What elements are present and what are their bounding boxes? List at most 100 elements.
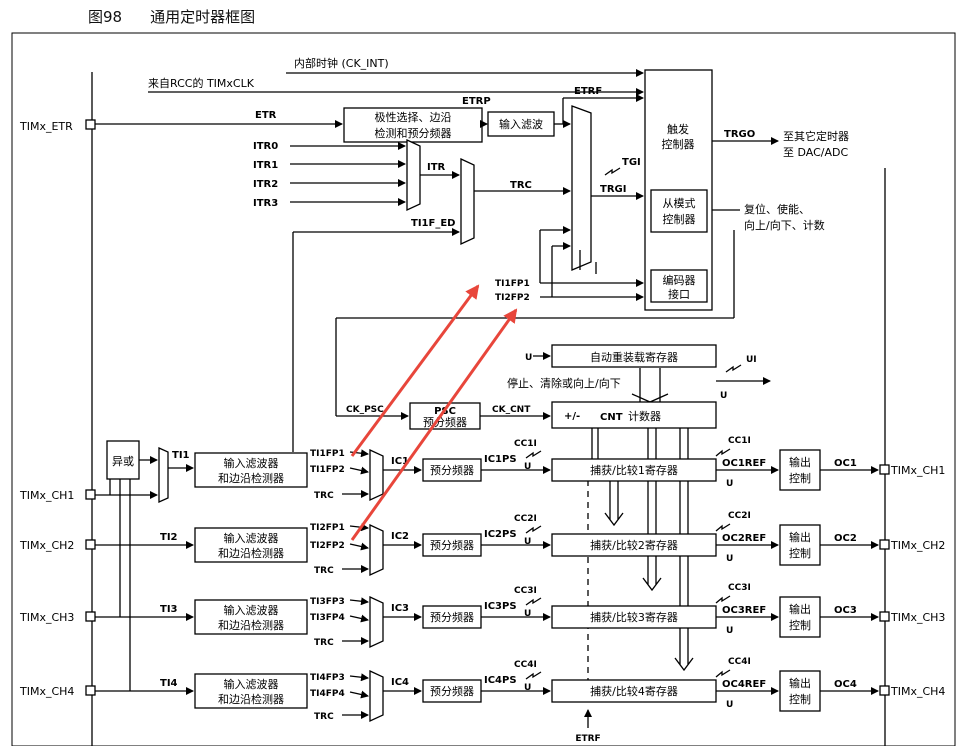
ch2-icps-label: IC2PS (484, 529, 517, 540)
ch1-filter-line-1: 输入滤波器 (224, 456, 279, 470)
ch3-ic-mux (369, 595, 384, 649)
trgi-label: TRGI (600, 184, 626, 195)
ch1-fp-b-label: TI1FP2 (310, 465, 345, 475)
ch1-trc-label: TRC (314, 491, 334, 501)
ch3-output-line-2: 控制 (789, 618, 811, 632)
itr-inputs: ITR0 ITR1 ITR2 ITR3 (253, 141, 406, 209)
ch1-oc-label: OC1 (834, 458, 857, 469)
etrf-label: ETRF (574, 86, 602, 97)
ch3-pin (85, 611, 96, 622)
ch3-u-out-label: U (726, 626, 733, 636)
ti1fp1-label: TI1FP1 (495, 279, 530, 289)
red-arrow-ti2fp2 (350, 308, 518, 541)
ti1fed-label: TI1F_ED (411, 218, 455, 229)
ch4-u-label: U (524, 683, 531, 693)
rcc-label: 来自RCC的 TIMxCLK (148, 76, 255, 90)
ui-u-label: U (720, 391, 727, 401)
ch4-fp-b-label: TI4FP4 (310, 689, 345, 699)
tgi-label: TGI (622, 157, 641, 168)
itr0-label: ITR0 (253, 141, 278, 152)
ch4-ocref-label: OC4REF (722, 679, 766, 690)
ch4-output-control (779, 670, 821, 712)
ch1-cci-out-label: CC1I (728, 436, 751, 446)
ch2-pin-label: TIMx_CH2 (19, 539, 74, 552)
ch3-prescaler-label: 预分频器 (430, 610, 474, 624)
xor-gate (106, 440, 140, 480)
encoder-line-2: 接口 (668, 288, 690, 301)
itr-out-label: ITR (427, 162, 446, 173)
slave-ctrl-line-1: 从模式 (663, 197, 696, 210)
ch1-prescaler-label: 预分频器 (430, 463, 474, 477)
stop-clear-label: 停止、清除或向上/向下 (507, 376, 621, 390)
etr-label: ETR (255, 110, 277, 121)
ti1-select-mux (158, 446, 169, 504)
polarity-select-block (343, 107, 483, 143)
ch3-input-filter (194, 599, 308, 635)
ch3-icps-label: IC3PS (484, 601, 517, 612)
ch1-ccr-label: 捕获/比较1寄存器 (590, 463, 678, 477)
ti4-label: TI4 (160, 678, 178, 689)
ch2-output-line-2: 控制 (789, 546, 811, 560)
ch1-pin (85, 489, 96, 500)
slave-mode-controller (650, 189, 708, 233)
trc-mux (460, 157, 475, 246)
ch2-out-pin (879, 539, 890, 550)
ch4-trc-label: TRC (314, 712, 334, 722)
ch1-out-pin (879, 464, 890, 475)
ch3-fp-b-label: TI3FP4 (310, 613, 345, 623)
ch4-prescaler-label: 预分频器 (430, 684, 474, 698)
ti2-label: TI2 (160, 532, 178, 543)
ch1-output-line-1: 输出 (789, 455, 811, 469)
ch1-ocref-label: OC1REF (722, 458, 766, 469)
itr1-label: ITR1 (253, 160, 278, 171)
etrf-bottom-label: ETRF (575, 734, 600, 744)
ch3-pin-label: TIMx_CH3 (19, 611, 74, 624)
auto-reload-register (551, 344, 717, 368)
ch3-trc-label: TRC (314, 638, 334, 648)
ch4-output-line-2: 控制 (789, 692, 811, 706)
ui-label: UI (746, 355, 757, 365)
xor-label: 异或 (112, 455, 134, 468)
ch4-cci-label: CC4I (514, 660, 537, 670)
ch4-oc-label: OC4 (834, 679, 857, 690)
ch4-icps-label: IC4PS (484, 675, 517, 686)
ch1-ic-mux (369, 448, 384, 502)
ch2-output-line-1: 输出 (789, 530, 811, 544)
trgo-dest-1: 至其它定时器 (783, 129, 849, 143)
ch2-u-label: U (524, 537, 531, 547)
ch4-pin-label: TIMx_CH4 (19, 685, 74, 698)
ck-cnt-label: CK_CNT (492, 405, 531, 415)
ch3-filter-line-2: 和边沿检测器 (218, 618, 284, 632)
ch3-cci-out-label: CC3I (728, 583, 751, 593)
etr-pin-label: TIMx_ETR (19, 120, 73, 133)
psc-name: 预分频器 (423, 415, 467, 429)
ch4-filter-line-1: 输入滤波器 (224, 677, 279, 691)
ch1-fp-a-label: TI1FP1 (310, 449, 345, 459)
ch4-fp-a-label: TI4FP3 (310, 673, 345, 683)
ch1-output-line-2: 控制 (789, 471, 811, 485)
ch2-filter-line-2: 和边沿检测器 (218, 546, 284, 560)
ch4-pin (85, 685, 96, 696)
polarity-line-1: 极性选择、边沿 (375, 110, 452, 124)
trgo-dest-2: 至 DAC/ADC (783, 146, 848, 159)
ch2-prescaler-label: 预分频器 (430, 538, 474, 552)
ti3-label: TI3 (160, 604, 178, 615)
red-arrow-ti1fp1 (350, 284, 480, 457)
ch4-output-line-1: 输出 (789, 676, 811, 690)
slave-out-1: 复位、使能、 (744, 202, 810, 216)
figure-title: 通用定时器框图 (150, 8, 256, 26)
encoder-line-1: 编码器 (663, 273, 696, 287)
trc-label: TRC (510, 180, 532, 191)
ch2-out-pin-label: TIMx_CH2 (890, 539, 945, 552)
arr-label: 自动重装载寄存器 (590, 350, 678, 364)
ck-psc-label: CK_PSC (346, 405, 384, 415)
ch4-ccr-label: 捕获/比较4寄存器 (590, 684, 678, 698)
arr-u-label: U (525, 353, 532, 363)
ch2-ocref-label: OC2REF (722, 533, 766, 544)
trgo-label: TRGO (724, 129, 755, 140)
ch1-cci-label: CC1I (514, 439, 537, 449)
ch1-pin-label: TIMx_CH1 (19, 489, 74, 502)
ch2-ic-mux (369, 523, 384, 577)
